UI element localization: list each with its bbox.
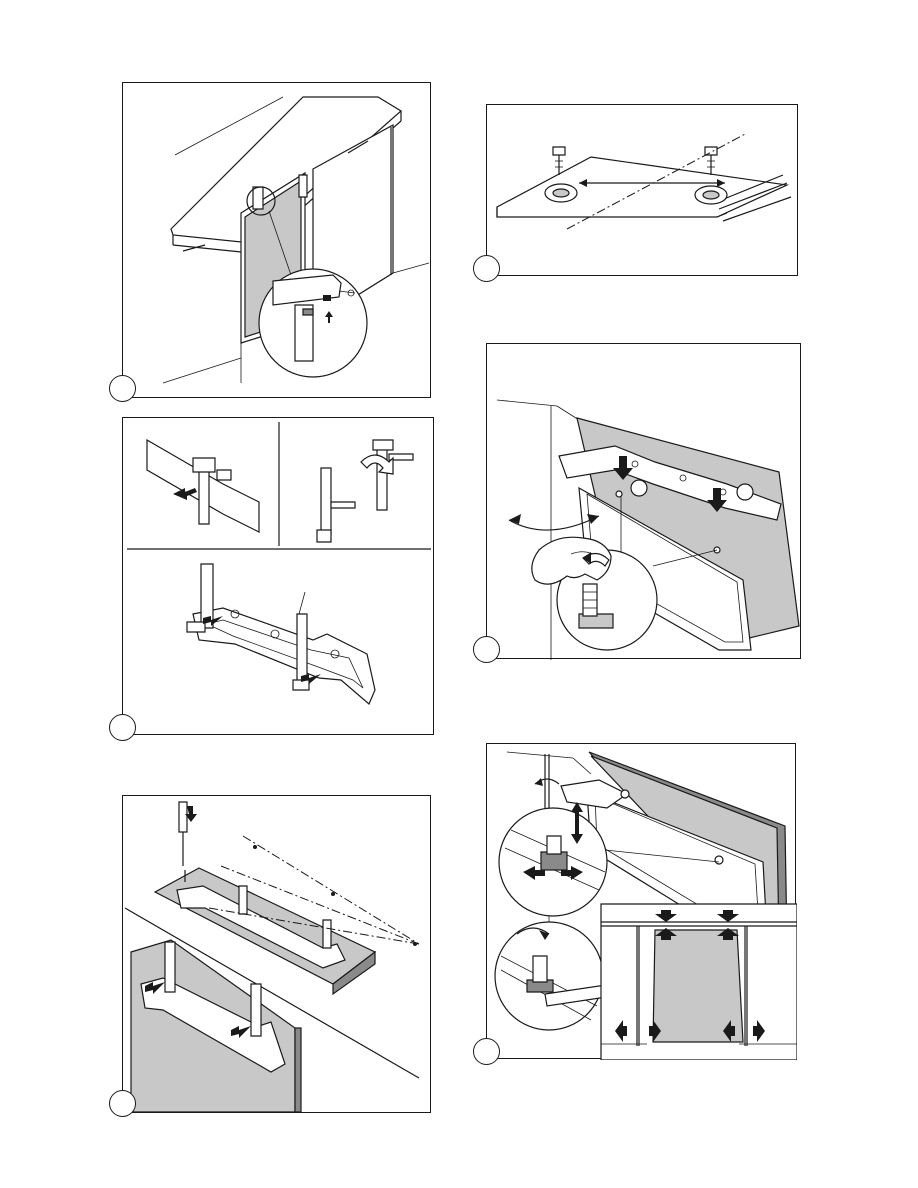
figure-6-adjustment-illustration (487, 744, 797, 1060)
figure-5-panel (486, 343, 801, 659)
figure-3-screwing-illustration (123, 796, 432, 1114)
step-number-badge (109, 375, 136, 402)
step-number-badge (109, 714, 136, 741)
figure-6-panel (486, 743, 796, 1059)
step-number-badge (109, 1090, 136, 1117)
figure-4-panel (486, 104, 798, 276)
step-number-badge (473, 1038, 500, 1065)
figure-5-fitting-illustration (487, 344, 802, 660)
step-number-badge (473, 636, 500, 663)
step-number-badge (473, 255, 500, 282)
figure-2-template-illustration (123, 418, 435, 736)
figure-1-cabinet-illustration (123, 83, 432, 399)
figure-1-panel (122, 82, 431, 398)
figure-2-panel (122, 417, 434, 735)
figure-3-panel (122, 795, 431, 1113)
figure-4-screw-layout-illustration (487, 105, 799, 277)
